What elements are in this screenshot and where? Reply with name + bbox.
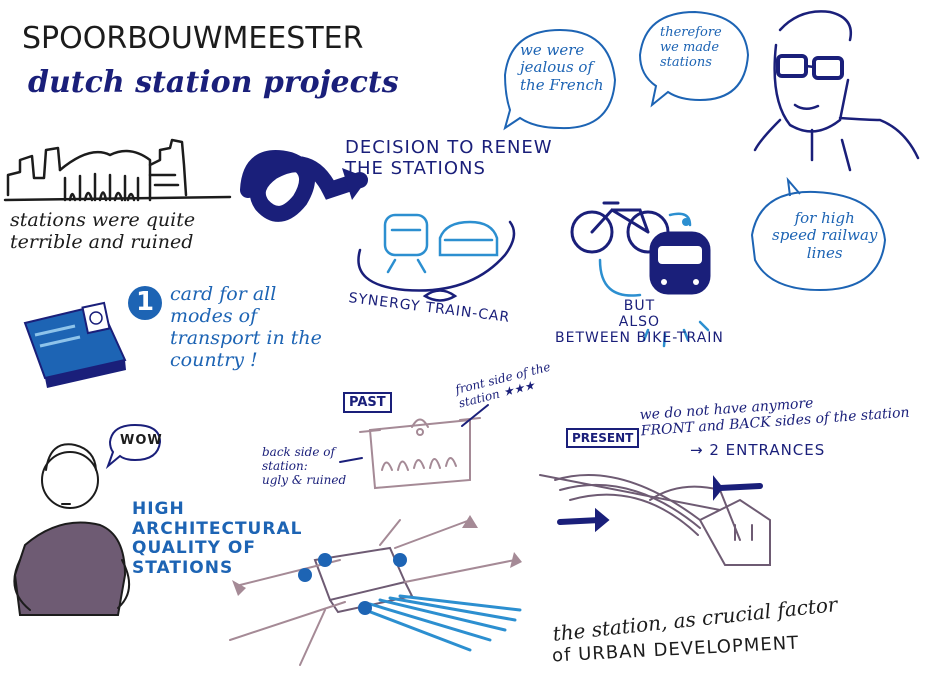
quote-high-speed: for high speed railway lines (772, 209, 878, 262)
present-text: we do not have anymore FRONT and BACK si… (639, 395, 911, 440)
wow-text: WOW (120, 433, 163, 448)
entrances-text: → 2 ENTRANCES (690, 441, 826, 459)
present-label: PRESENT (566, 428, 640, 448)
page-title: SPOORBOUWMEESTER (22, 21, 364, 56)
decision-text: DECISION TO RENEW THE STATIONS (345, 137, 553, 179)
past-station-sketch (339, 404, 489, 490)
card-text: card for all modes of transport in the c… (170, 283, 322, 371)
person-figure-sketch (13, 443, 130, 616)
quote-jealous: we were jealous of the French (520, 41, 604, 94)
card-number: 1 (136, 287, 155, 317)
past-label: PAST (343, 392, 392, 413)
bike-train-text: BUT ALSO BETWEEN BIKE-TRAIN (555, 298, 724, 347)
present-station-sketch (539, 474, 771, 566)
past-front-text: front side of the station ★★★ (453, 359, 552, 411)
synergy-text: SYNERGY TRAIN-CAR (347, 290, 512, 326)
page-subtitle: dutch station projects (28, 65, 399, 100)
quote-therefore: therefore we made stations (660, 25, 722, 70)
stations-ruined-text: stations were quite terrible and ruined (10, 209, 196, 253)
architecture-text: HIGH ARCHITECTURAL QUALITY OF STATIONS (132, 499, 303, 578)
man-with-glasses-sketch (753, 10, 920, 172)
past-back-text: back side of station: ugly & ruined (262, 445, 347, 487)
ruined-station-sketch (3, 138, 232, 202)
train-car-sketch (357, 213, 516, 302)
